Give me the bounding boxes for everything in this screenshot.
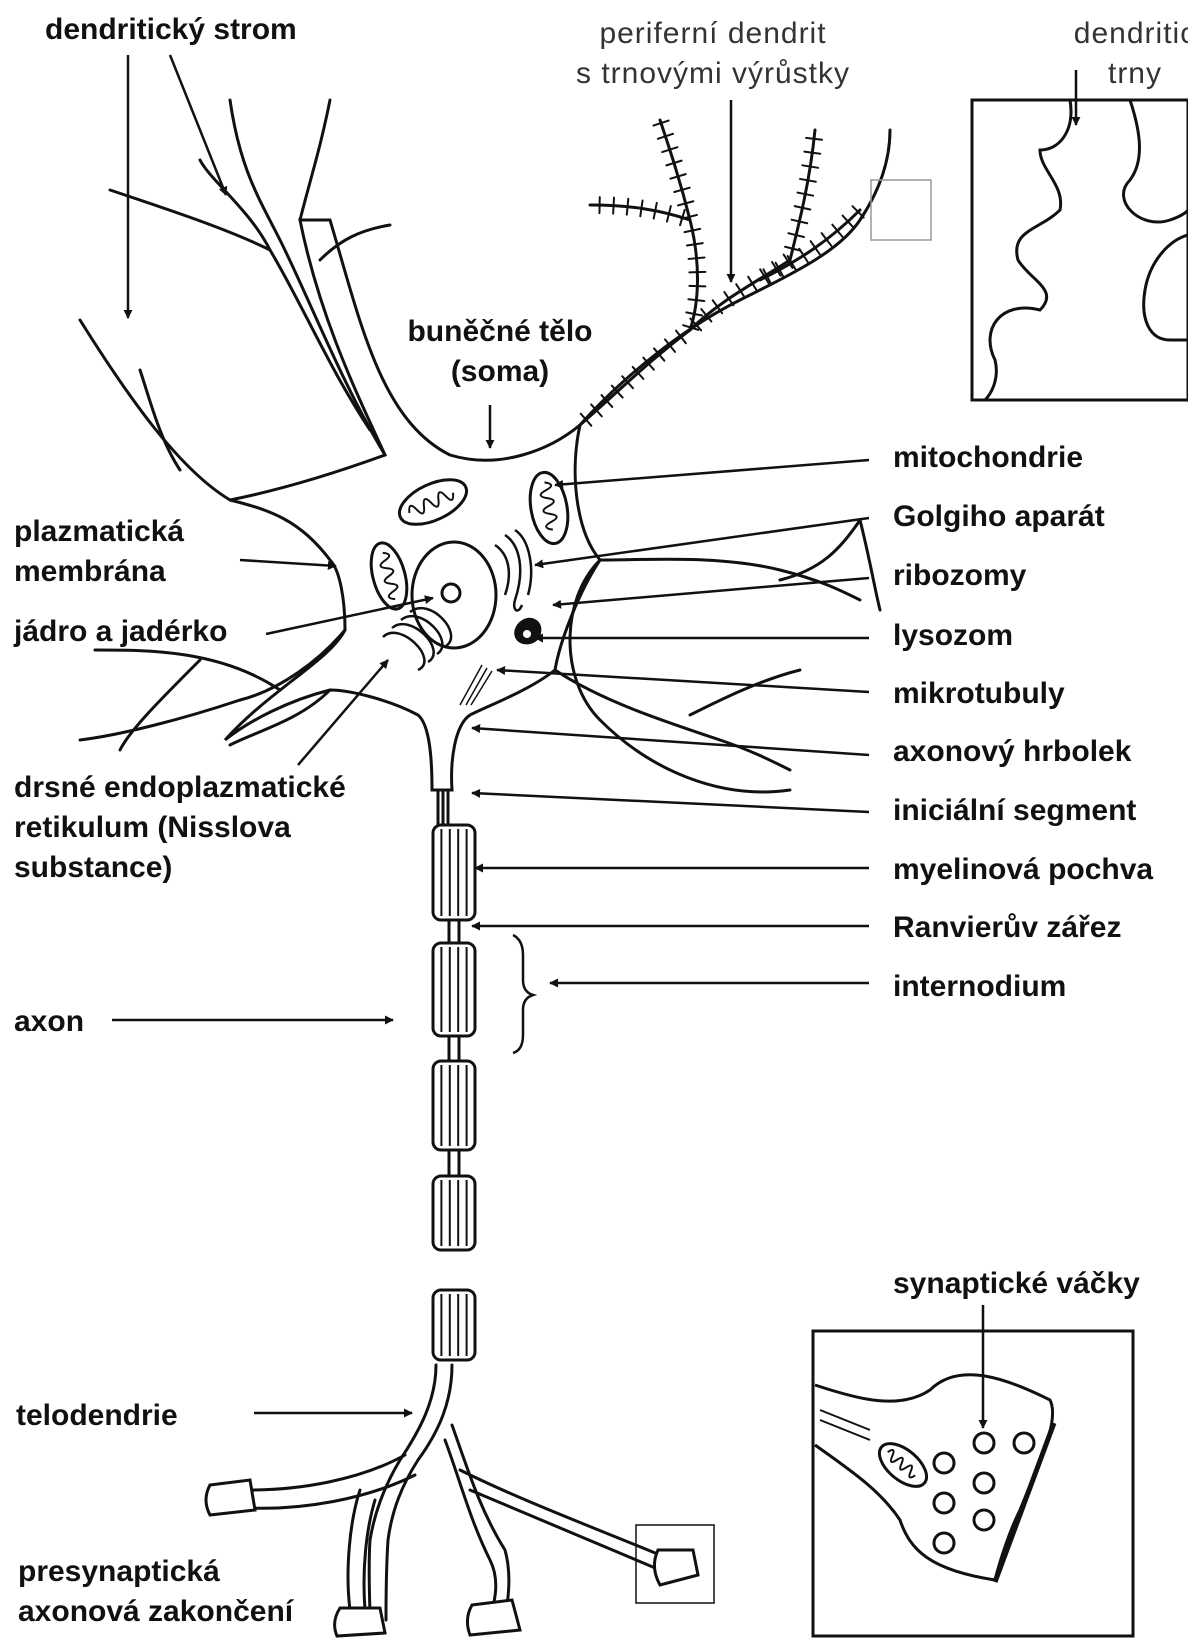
dendritic-spine [688,299,704,301]
arrow-microtubules [497,670,869,692]
dendritic-spine [689,286,705,287]
arrow-golgi [535,518,869,565]
label-presynaptic-terminals-line1: presynaptická [18,1552,293,1592]
dendritic-spine [806,138,822,140]
label-plasma-membrane-line1: plazmatická [14,512,184,552]
arrow-plasma-membrane [240,560,336,566]
label-peripheral-dendrite: periferní dendrit s trnovými výrůstky [548,14,878,94]
rough-er [383,608,451,670]
label-microtubules: mikrotubuly [893,674,1065,714]
label-dendritic-spines-line1: dendritic [1050,14,1188,54]
spines-inset-marker [871,180,931,240]
myelin-segment [433,943,475,1036]
label-mitochondria: mitochondrie [893,438,1083,478]
arrow-mitochondria [555,460,869,485]
label-plasma-membrane-line2: membrána [14,552,184,592]
arrow-rough-er [298,660,388,765]
mitochondrion-3 [365,539,414,613]
axon [438,790,448,825]
label-dendritic-spines: dendritic trny [1050,14,1188,94]
internode-bracket [513,935,533,1053]
label-rough-er-line3: substance) [14,848,346,888]
mitochondrion-2 [525,469,573,546]
label-nucleus: jádro a jadérko [14,612,227,652]
arrow-dendritic-tree-2 [170,55,226,195]
label-lysosome: lysozom [893,616,1013,656]
label-peripheral-dendrite-line2: s trnovými výrůstky [548,54,878,94]
dendritic-spine [799,249,808,262]
myelin-segment [433,1061,475,1150]
dendritic-spine [687,243,703,245]
label-golgi: Golgiho aparát [893,497,1105,537]
myelin-segment [433,1290,475,1360]
label-presynaptic-terminals: presynaptická axonová zakončení [18,1552,293,1632]
dendritic-spine [811,241,820,254]
label-dendritic-tree: dendritický strom [45,10,297,50]
label-initial-segment: iniciální segment [893,791,1136,831]
golgi-apparatus [495,530,531,610]
label-rough-er: drsné endoplazmatické retikulum (Nisslov… [14,768,346,888]
myelin-segments [433,825,475,1360]
label-soma-line2: (soma) [385,352,615,392]
dendritic-spine [640,200,642,216]
dendritic-spine [802,165,818,168]
myelin-segment [433,1176,475,1250]
dendritic-spine [736,284,745,297]
dendritic-tree [80,100,390,750]
label-dendritic-spines-line2: trny [1050,54,1188,94]
label-node-of-ranvier: Ranvierův zářez [893,908,1121,948]
pointer-arrows [112,55,983,1428]
label-peripheral-dendrite-line1: periferní dendrit [548,14,878,54]
label-axon: axon [14,1002,84,1042]
dendritic-spine [748,277,756,291]
label-plasma-membrane: plazmatická membrána [14,512,184,592]
peripheral-dendrite-spiny [580,120,864,426]
dendritic-spine [689,257,705,258]
dendritic-spine [689,272,705,273]
arrow-axon-hillock [472,728,869,755]
mitochondrion-1 [393,470,473,533]
label-soma-line1: buněčné tělo [385,312,615,352]
label-soma: buněčné tělo (soma) [385,312,615,392]
arrow-ribosomes [553,578,869,605]
myelin-segment [433,825,475,920]
nucleolus [442,584,460,602]
arrow-initial-segment [472,793,869,812]
microtubules [460,665,492,705]
label-synaptic-vesicles: synaptické váčky [893,1264,1140,1304]
telodendria [250,1365,660,1620]
label-rough-er-line2: retikulum (Nisslova [14,808,346,848]
label-presynaptic-terminals-line2: axonová zakončení [18,1592,293,1632]
spines-inset [972,100,1188,400]
label-ribosomes: ribozomy [893,556,1026,596]
dendritic-spine [804,152,820,154]
dendritic-spine [724,292,733,305]
label-myelin-sheath: myelinová pochva [893,850,1153,890]
label-telodendria: telodendrie [16,1396,178,1436]
dendritic-spine [613,198,614,214]
dendritic-spine [800,179,816,182]
dendritic-spine [627,199,629,215]
label-axon-hillock: axonový hrbolek [893,732,1131,772]
label-rough-er-line1: drsné endoplazmatické [14,768,346,808]
label-internode: internodium [893,967,1066,1007]
